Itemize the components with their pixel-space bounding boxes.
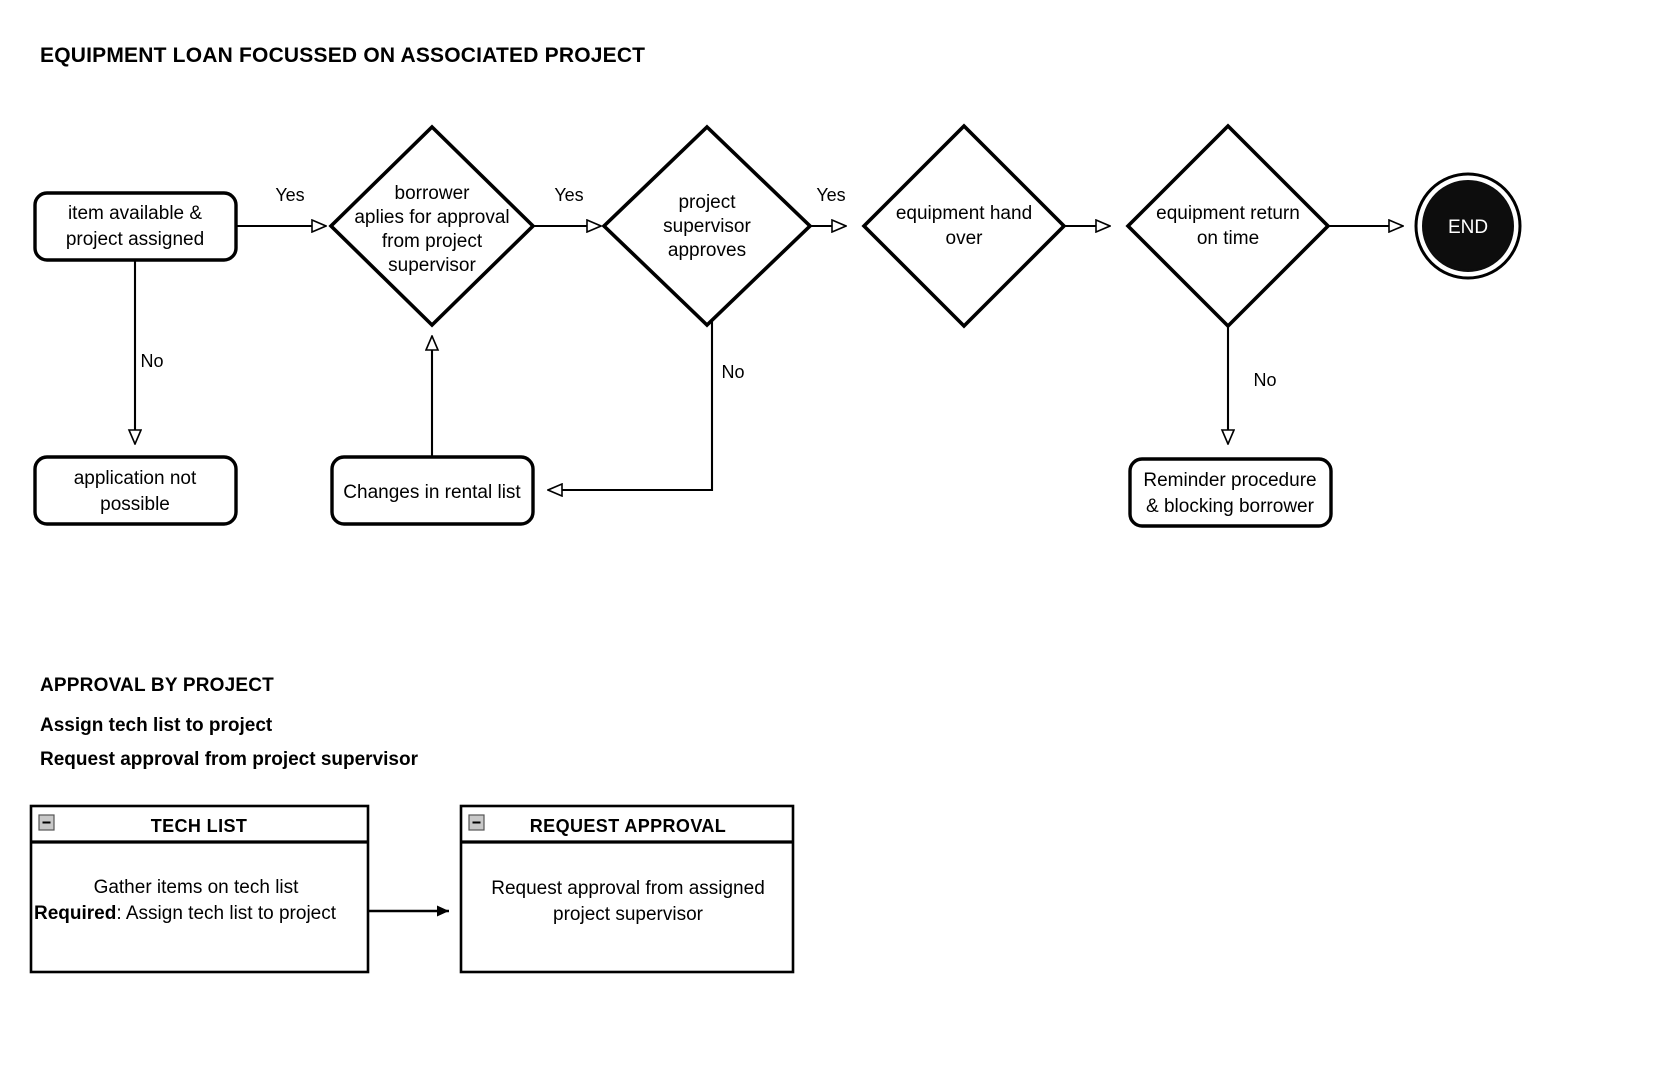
node-item-available[interactable]: item available & project assigned — [33, 191, 238, 262]
node-equipment-return-line1: equipment return — [1156, 203, 1300, 224]
node-equipment-handover-line2: over — [946, 228, 984, 249]
card-request-approval-title: REQUEST APPROVAL — [530, 816, 726, 836]
node-borrower-applies[interactable]: borrower aplies for approval from projec… — [328, 124, 536, 328]
node-equipment-return[interactable]: equipment return on time — [1125, 123, 1331, 329]
edge-approve-no-to-rental — [548, 294, 714, 490]
node-application-not-possible[interactable]: application not possible — [33, 455, 238, 526]
node-supervisor-approves-line2: supervisor — [663, 216, 751, 237]
card-request-approval-body-line2: project supervisor — [553, 904, 704, 925]
edge-label-yes-2: Yes — [554, 185, 583, 205]
node-borrower-applies-line1: borrower — [395, 183, 471, 204]
card-tech-list-title: TECH LIST — [151, 816, 248, 836]
node-reminder-procedure[interactable]: Reminder procedure & blocking borrower — [1128, 457, 1333, 528]
node-supervisor-approves-line1: project — [678, 192, 736, 213]
node-borrower-applies-line4: supervisor — [388, 255, 476, 276]
node-reminder-procedure-line2: & blocking borrower — [1146, 496, 1315, 517]
edge-label-yes-3: Yes — [816, 185, 845, 205]
section-heading-approval: APPROVAL BY PROJECT — [40, 675, 274, 696]
node-equipment-handover[interactable]: equipment hand over — [861, 123, 1067, 329]
node-item-available-line2: project assigned — [66, 229, 204, 250]
node-borrower-applies-line2: aplies for approval — [354, 207, 509, 228]
card-tech-list[interactable]: TECH LIST Gather items on tech list Requ… — [29, 804, 370, 974]
card-request-approval-body-line1: Request approval from assigned — [491, 878, 765, 899]
node-changes-in-rental-list[interactable]: Changes in rental list — [330, 455, 535, 526]
card-tech-list-body-line2: Required: Assign tech list to project — [34, 903, 337, 924]
section-subline-1: Assign tech list to project — [40, 715, 273, 736]
edge-label-yes-1: Yes — [275, 185, 304, 205]
node-supervisor-approves-line3: approves — [668, 240, 746, 261]
card-tech-list-body-line1: Gather items on tech list — [94, 877, 300, 898]
section-subline-2: Request approval from project supervisor — [40, 749, 419, 770]
node-supervisor-approves[interactable]: project supervisor approves — [601, 124, 813, 328]
node-end-label: END — [1448, 217, 1488, 238]
node-end[interactable]: END — [1414, 172, 1522, 280]
edge-label-no-return: No — [1253, 370, 1276, 390]
card-tech-list-required-label: Required — [34, 903, 116, 924]
edge-label-no-approve: No — [721, 362, 744, 382]
node-item-available-line1: item available & — [68, 203, 202, 224]
node-changes-in-rental-list-label: Changes in rental list — [343, 482, 521, 503]
edges-group — [135, 226, 1403, 490]
node-equipment-return-line2: on time — [1197, 228, 1259, 249]
node-reminder-procedure-line1: Reminder procedure — [1143, 470, 1316, 491]
node-borrower-applies-line3: from project — [382, 231, 483, 252]
edge-labels-group: Yes Yes Yes No No No — [140, 185, 1276, 390]
node-application-not-possible-line1: application not — [74, 468, 197, 489]
edge-label-no-start: No — [140, 351, 163, 371]
node-application-not-possible-line2: possible — [100, 494, 170, 515]
page-title: EQUIPMENT LOAN FOCUSSED ON ASSOCIATED PR… — [40, 44, 645, 67]
node-equipment-handover-line1: equipment hand — [896, 203, 1032, 224]
card-request-approval[interactable]: REQUEST APPROVAL Request approval from a… — [459, 804, 795, 974]
card-tech-list-required-rest: : Assign tech list to project — [116, 903, 336, 924]
